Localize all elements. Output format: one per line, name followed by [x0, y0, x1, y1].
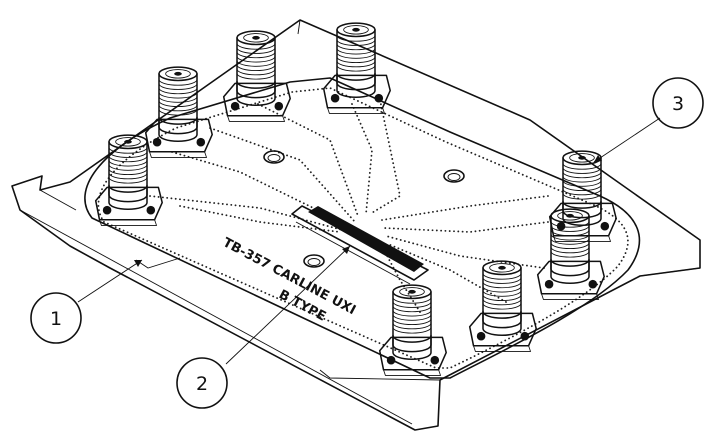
- callout-1: 1: [30, 292, 82, 344]
- sma-connector: [468, 260, 537, 352]
- leader-1-arrow: [134, 260, 142, 267]
- leader-3: [593, 117, 661, 163]
- sma-connector: [536, 208, 605, 300]
- mounting-hole: [443, 169, 465, 183]
- sma-connector: [222, 30, 291, 122]
- mounting-hole: [263, 150, 285, 164]
- sma-connector: [322, 22, 391, 114]
- callout-2-label: 2: [196, 373, 208, 395]
- rf-traces: [149, 99, 549, 313]
- leader-2: [225, 245, 351, 365]
- sma-connectors: [94, 22, 617, 376]
- callout-3-label: 3: [672, 93, 684, 115]
- leader-2-arrow: [342, 246, 350, 254]
- mounting-hole: [303, 254, 325, 268]
- sma-connector: [144, 66, 213, 158]
- leader-1: [77, 259, 143, 303]
- leader-3-arrow: [594, 155, 602, 162]
- sma-connector: [378, 284, 447, 376]
- board-outline: [84, 77, 641, 379]
- mounting-holes: [263, 150, 465, 268]
- callout-1-label: 1: [50, 308, 62, 330]
- callout-leaders: [77, 117, 661, 365]
- callout-2: 2: [176, 357, 228, 409]
- sma-connector: [548, 150, 617, 242]
- sma-connector: [94, 134, 163, 226]
- callout-3: 3: [652, 77, 704, 129]
- chip-socket: [291, 205, 429, 285]
